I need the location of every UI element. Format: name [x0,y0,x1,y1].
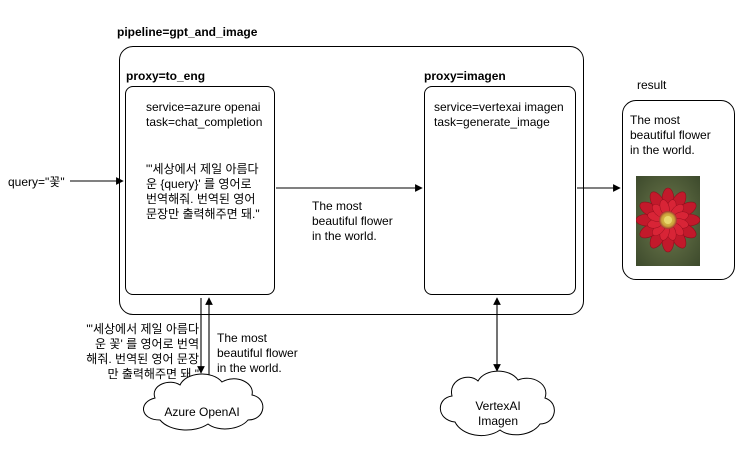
proxy-to-eng-box: service=azure openai task=chat_completio… [125,86,275,295]
result-label: result [637,78,667,92]
vertex-cloud [439,370,555,437]
middle-output-text: The most beautiful flower in the world. [312,199,393,243]
pipeline-label: pipeline=gpt_and_image [117,25,258,39]
azure-request-text: "'세상에서 제일 아름다 운 꽃' 를 영어로 번역 해줘. 번역된 영어 문… [86,322,199,381]
proxy-imagen-service: service=vertexai imagen [434,100,564,114]
proxy-imagen-label: proxy=imagen [424,69,506,83]
result-text: The most beautiful flower in the world. [630,113,711,157]
proxy-to-eng-task: task=chat_completion [146,115,263,129]
azure-cloud [143,373,264,431]
flower-image [636,176,700,266]
vertexai-imagen-cloud-label: VertexAI Imagen [475,399,521,428]
proxy-imagen-task: task=generate_image [434,115,550,129]
azure-openai-cloud-label: Azure OpenAI [164,405,240,419]
proxy-to-eng-prompt: "'세상에서 제일 아름다 운 {query}' 를 영어로 번역해줘. 번역된… [146,162,260,221]
proxy-to-eng-service: service=azure openai [146,100,261,114]
query-label: query="꽃" [8,175,65,189]
proxy-imagen-box: service=vertexai imagen task=generate_im… [424,86,576,295]
azure-response-text: The most beautiful flower in the world. [217,331,298,375]
proxy-to-eng-label: proxy=to_eng [126,69,206,83]
